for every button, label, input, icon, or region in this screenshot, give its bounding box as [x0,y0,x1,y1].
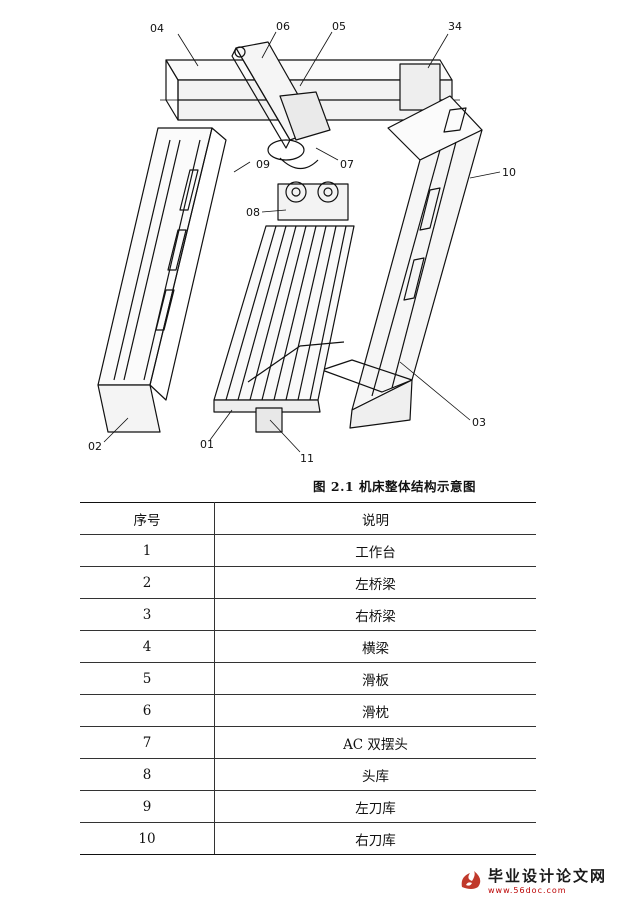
row-description: 右刀库 [214,822,536,855]
head-magazine [277,181,349,221]
callout-04: 04 [150,22,164,35]
row-description: 右桥梁 [214,598,536,631]
row-index: 5 [80,662,215,695]
callout-01: 01 [200,438,214,451]
row-description: 左桥梁 [214,566,536,599]
table-row: 10 右刀库 [80,822,536,855]
row-description: 滑板 [214,662,536,695]
row-description: 左刀库 [214,790,536,823]
row-description: 滑枕 [214,694,536,727]
parts-table: 序号 说明 1 工作台 2 左桥梁 3 右桥梁 4 横梁 5 滑板 6 滑枕 7… [80,502,536,855]
row-index: 6 [80,694,215,727]
callout-10: 10 [502,166,516,179]
callout-34: 34 [448,20,462,33]
row-index: 2 [80,566,215,599]
site-watermark: 毕业设计论文网 www.56doc.com [458,865,607,895]
table-row: 5 滑板 [80,662,536,695]
table-header-row: 序号 说明 [80,502,536,535]
machine-structure-drawing: 04 06 05 34 07 09 10 08 02 01 11 03 [88,20,516,465]
watermark-title: 毕业设计论文网 [487,867,607,885]
table-row: 3 右桥梁 [80,598,536,631]
row-index: 10 [80,822,215,855]
callout-07: 07 [340,158,354,171]
table-row: 9 左刀库 [80,790,536,823]
figure-caption: 图 2.1 机床整体结构示意图 [313,479,476,494]
table-row: 4 横梁 [80,630,536,663]
left-bridge [97,127,227,433]
callout-08: 08 [246,206,260,219]
row-index: 8 [80,758,215,791]
row-description: 横梁 [214,630,536,663]
row-description: 头库 [214,758,536,791]
table-row: 8 头库 [80,758,536,791]
header-description: 说明 [214,502,536,535]
callout-11: 11 [300,452,314,465]
row-index: 1 [80,534,215,567]
row-description: 工作台 [214,534,536,567]
watermark-url: www.56doc.com [487,886,567,895]
table-row: 2 左桥梁 [80,566,536,599]
row-index: 9 [80,790,215,823]
row-index: 3 [80,598,215,631]
callout-03: 03 [472,416,486,429]
crossbeam [160,59,460,121]
callout-06: 06 [276,20,290,33]
right-bridge [321,95,483,429]
callout-02: 02 [88,440,102,453]
callout-09: 09 [256,158,270,171]
ram-assembly [231,41,331,170]
table-row: 7 AC 双摆头 [80,726,536,759]
header-index: 序号 [80,502,215,535]
row-index: 7 [80,726,215,759]
flame-swirl-logo-icon [461,871,481,889]
table-row: 6 滑枕 [80,694,536,727]
row-index: 4 [80,630,215,663]
callout-05: 05 [332,20,346,33]
table-row: 1 工作台 [80,534,536,567]
worktable [213,225,355,433]
row-description: AC 双摆头 [214,726,536,759]
